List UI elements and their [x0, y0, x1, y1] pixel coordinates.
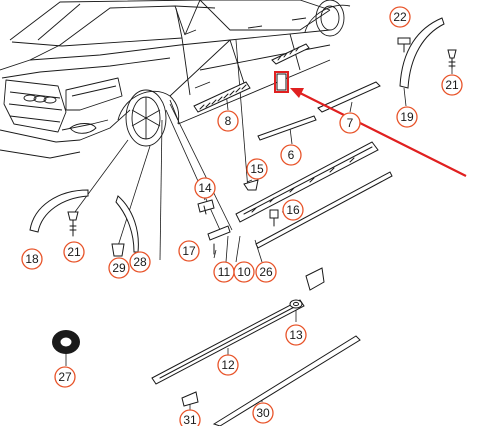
callout-ring: [179, 409, 201, 426]
callout-8: 8: [217, 110, 239, 132]
callout-21: 21: [441, 74, 463, 96]
highlight-arrow-head: [290, 88, 304, 98]
callout-ring: [246, 158, 268, 180]
callout-ring: [129, 251, 151, 273]
part-14-clip: [197, 199, 215, 215]
callout-ring: [21, 248, 43, 270]
part-30-strip: [212, 335, 361, 426]
callout-number: 30: [256, 406, 270, 420]
part-16-screw: [269, 209, 279, 227]
callout-number: 6: [288, 148, 295, 162]
part-12-lower-sill: [151, 267, 325, 385]
part-29-clip: [111, 243, 125, 257]
callout-21: 21: [63, 241, 85, 263]
highlight-arrow-shaft: [297, 91, 467, 177]
callout-6: 6: [280, 144, 302, 166]
callout-ring: [396, 106, 418, 128]
callout-ring: [252, 402, 274, 424]
callout-number: 29: [112, 261, 126, 275]
callout-12: 12: [217, 354, 239, 376]
callout-19: 19: [396, 106, 418, 128]
callout-11: 11: [213, 261, 235, 283]
part-door-trim-upper: [271, 43, 310, 65]
part-8-side-moulding: [193, 81, 251, 113]
callout-number: 15: [250, 162, 264, 176]
callout-7: 7: [339, 112, 361, 134]
callout-ring: [280, 144, 302, 166]
car-body-illustration: [0, 0, 351, 159]
highlight-annotation: [274, 71, 467, 177]
callout-number: 27: [58, 370, 72, 384]
part-7-trim-strip: [317, 81, 381, 113]
part-10-sill-panel: [235, 141, 379, 223]
part-31-clip: [181, 391, 199, 407]
callout-30: 30: [252, 402, 274, 424]
callout-28: 28: [129, 251, 151, 273]
callout-number: 11: [218, 265, 231, 279]
callout-22: 22: [389, 6, 411, 28]
callout-31: 31: [179, 409, 201, 426]
part-28-trim: [115, 195, 139, 253]
callout-ring: [389, 6, 411, 28]
callout-number: 13: [289, 328, 303, 342]
highlighted-clip: [276, 73, 287, 91]
callout-number: 26: [259, 265, 273, 279]
callout-number: 21: [445, 78, 459, 92]
callout-ring: [255, 261, 277, 283]
part-21-clip-upper: [447, 49, 457, 69]
callout-number: 31: [183, 413, 197, 426]
part-27-tape-roll: [52, 330, 80, 354]
callout-16: 16: [282, 199, 304, 221]
callout-number: 22: [393, 10, 407, 24]
part-13-nut: [289, 299, 303, 309]
callout-15: 15: [246, 158, 268, 180]
part-26-strip: [255, 171, 393, 249]
callout-number: 12: [221, 358, 235, 372]
callout-29: 29: [108, 257, 130, 279]
part-6-trim-strip: [257, 115, 317, 141]
callout-27: 27: [54, 366, 76, 388]
callout-number: 8: [225, 114, 232, 128]
callout-ring: [233, 261, 255, 283]
callout-number: 21: [67, 245, 81, 259]
part-18-wheel-arch-front: [29, 189, 89, 233]
callout-ring: [108, 257, 130, 279]
callout-number: 7: [347, 116, 354, 130]
callout-ring: [339, 112, 361, 134]
callout-ring: [217, 110, 239, 132]
callout-18: 18: [21, 248, 43, 270]
callout-ring: [441, 74, 463, 96]
callout-ring: [194, 177, 216, 199]
part-19-wheel-arch-rear: [399, 17, 445, 89]
callout-number: 19: [400, 110, 414, 124]
callout-ring: [54, 366, 76, 388]
callout-13: 13: [285, 324, 307, 346]
callout-number: 18: [25, 252, 39, 266]
part-22-screw: [397, 37, 411, 53]
callout-14: 14: [194, 177, 216, 199]
callout-number: 10: [237, 265, 251, 279]
highlight-box: [274, 71, 289, 93]
callout-ring: [63, 241, 85, 263]
callout-26: 26: [255, 261, 277, 283]
part-21-clip-lower: [67, 211, 79, 237]
callout-number: 14: [198, 181, 212, 195]
callout-number: 28: [133, 255, 147, 269]
callout-ring: [217, 354, 239, 376]
callout-number: 16: [286, 203, 300, 217]
part-15-clip: [243, 179, 259, 191]
callout-10: 10: [233, 261, 255, 283]
callouts: 22 21 19 8 7 6 15 14 16 17 11 10 26 18 2…: [21, 6, 463, 426]
callout-ring: [282, 199, 304, 221]
callout-number: 17: [182, 244, 196, 258]
callout-ring: [285, 324, 307, 346]
callout-17: 17: [178, 240, 200, 262]
part-17-bracket: [207, 225, 231, 255]
callout-ring: [178, 240, 200, 262]
leader-lines: [65, 39, 453, 412]
parts: [29, 17, 457, 426]
